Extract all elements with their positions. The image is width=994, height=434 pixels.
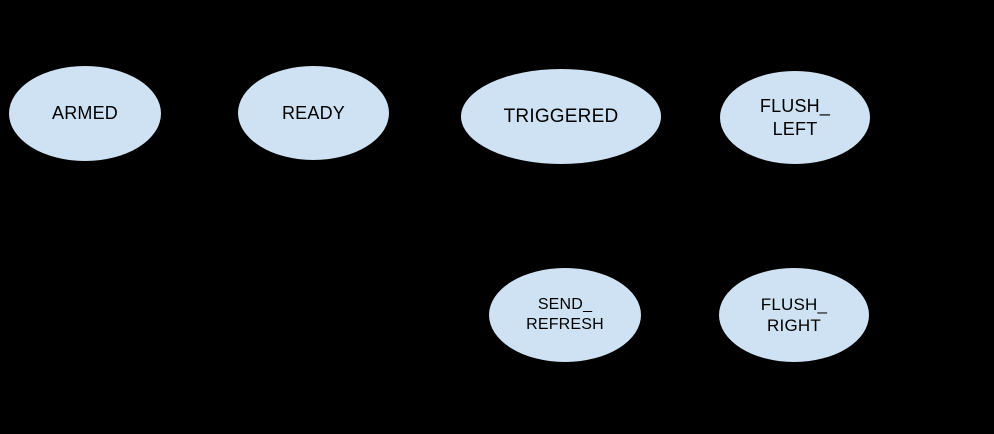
state-node-armed: ARMED — [8, 65, 162, 162]
state-node-label: READY — [281, 102, 345, 123]
state-node-triggered: TRIGGERED — [460, 68, 662, 165]
state-node-flush-left: FLUSH_ LEFT — [719, 70, 871, 165]
state-node-label: TRIGGERED — [503, 105, 619, 127]
state-node-flush-right: FLUSH_ RIGHT — [718, 267, 870, 363]
state-node-label: FLUSH_ RIGHT — [760, 294, 828, 335]
state-node-label: SEND_ REFRESH — [526, 296, 604, 333]
state-node-ready: READY — [237, 65, 390, 161]
state-node-label: ARMED — [51, 103, 118, 124]
state-node-send-refresh: SEND_ REFRESH — [488, 267, 642, 363]
state-node-label: FLUSH_ LEFT — [759, 96, 831, 139]
